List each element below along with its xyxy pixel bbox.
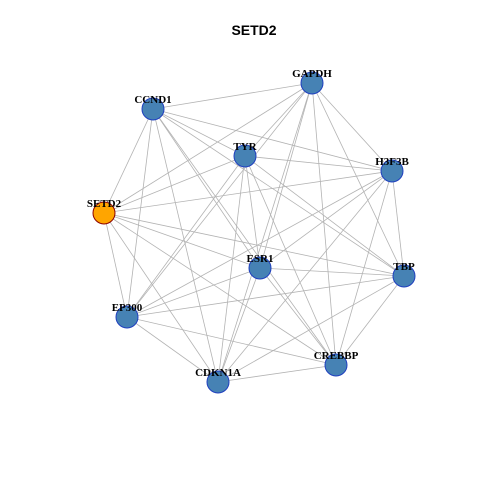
- edge-ccnd1-cdkn1a: [152, 108, 219, 383]
- node-label-ccnd1: CCND1: [134, 94, 171, 106]
- edge-tbp-crebbp: [335, 275, 405, 366]
- node-crebbp: [324, 353, 348, 377]
- edge-esr1-cdkn1a: [217, 267, 261, 383]
- node-label-cdkn1a: CDKN1A: [195, 367, 241, 379]
- node-label-setd2: SETD2: [87, 198, 122, 210]
- edge-ep300-cdkn1a: [126, 316, 219, 383]
- node-label-gapdh: GAPDH: [292, 68, 332, 80]
- node-tyr: [233, 144, 257, 168]
- node-label-esr1: ESR1: [247, 253, 274, 265]
- edge-ccnd1-tyr: [152, 108, 246, 157]
- edge-crebbp-cdkn1a: [217, 364, 337, 383]
- edge-esr1-crebbp: [259, 267, 337, 366]
- node-ccnd1: [141, 97, 165, 121]
- node-cdkn1a: [206, 370, 230, 394]
- node-layer: [92, 71, 416, 394]
- edge-tbp-ep300: [126, 275, 405, 318]
- node-gapdh: [300, 71, 324, 95]
- edge-ccnd1-h3f3b: [152, 108, 393, 172]
- edge-setd2-tbp: [103, 212, 405, 277]
- edge-tyr-esr1: [244, 155, 261, 269]
- node-tbp: [392, 264, 416, 288]
- edge-tyr-crebbp: [244, 155, 337, 366]
- edge-h3f3b-setd2: [103, 170, 393, 214]
- edge-ccnd1-setd2: [103, 108, 154, 214]
- edge-gapdh-setd2: [103, 82, 313, 214]
- graph-title: SETD2: [231, 22, 276, 38]
- edge-gapdh-ccnd1: [152, 82, 313, 110]
- edge-setd2-crebbp: [103, 212, 337, 366]
- edge-ccnd1-crebbp: [152, 108, 337, 366]
- edge-gapdh-tyr: [244, 82, 313, 157]
- edge-gapdh-crebbp: [311, 82, 337, 366]
- edge-setd2-ep300: [103, 212, 128, 318]
- edge-setd2-cdkn1a: [103, 212, 219, 383]
- edge-tyr-tbp: [244, 155, 405, 277]
- edge-gapdh-esr1: [259, 82, 313, 269]
- edge-tyr-h3f3b: [244, 155, 393, 172]
- edge-ccnd1-esr1: [152, 108, 261, 269]
- edge-h3f3b-ep300: [126, 170, 393, 318]
- edge-layer: [103, 82, 405, 383]
- node-label-h3f3b: H3F3B: [375, 156, 409, 168]
- node-label-tbp: TBP: [393, 261, 415, 273]
- node-h3f3b: [380, 159, 404, 183]
- edge-esr1-ep300: [126, 267, 261, 318]
- node-label-ep300: EP300: [112, 302, 143, 314]
- node-setd2: [92, 201, 116, 225]
- edge-tbp-cdkn1a: [217, 275, 405, 383]
- node-label-tyr: TYR: [233, 141, 257, 153]
- edge-ccnd1-tbp: [152, 108, 405, 277]
- edge-gapdh-ep300: [126, 82, 313, 318]
- edge-ep300-crebbp: [126, 316, 337, 366]
- edge-h3f3b-tbp: [391, 170, 405, 277]
- edge-gapdh-tbp: [311, 82, 405, 277]
- edge-h3f3b-esr1: [259, 170, 393, 269]
- node-label-crebbp: CREBBP: [314, 350, 359, 362]
- edge-tyr-cdkn1a: [217, 155, 246, 383]
- edge-tyr-setd2: [103, 155, 246, 214]
- edge-tyr-ep300: [126, 155, 246, 318]
- edge-esr1-tbp: [259, 267, 405, 277]
- edge-gapdh-cdkn1a: [217, 82, 313, 383]
- edge-h3f3b-cdkn1a: [217, 170, 393, 383]
- edge-setd2-esr1: [103, 212, 261, 269]
- edge-ccnd1-ep300: [126, 108, 154, 318]
- node-esr1: [248, 256, 272, 280]
- edge-gapdh-h3f3b: [311, 82, 393, 172]
- node-ep300: [115, 305, 139, 329]
